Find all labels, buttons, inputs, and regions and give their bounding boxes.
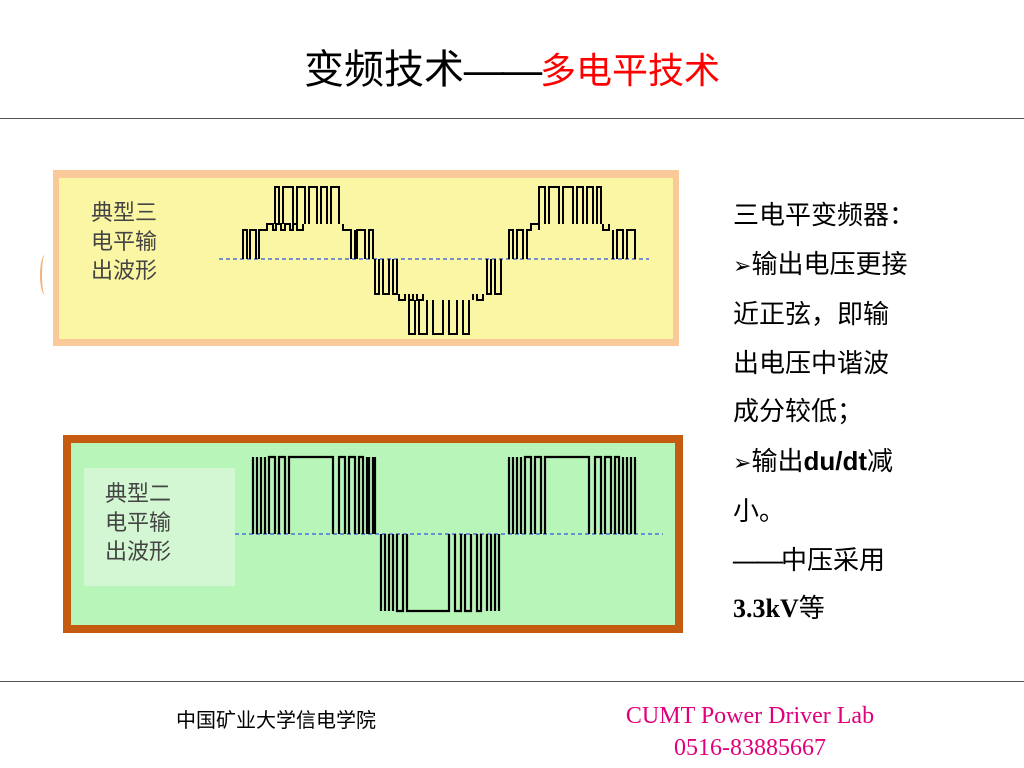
bullet-2-bold: du/dt [803,445,867,476]
title-divider [0,118,1024,119]
text-line-bullet-1: ➢输出电压更接 [733,241,983,292]
text-line-4: 出电压中谐波 [733,348,890,379]
title-main: 变频技术 [303,47,464,93]
two-level-label-line-1: 典型二 [105,482,172,507]
text-line-8-text: 中压采用 [781,545,886,576]
text-line-5: 成分较低； [733,397,864,427]
bullet-2-prefix: 输出 [751,446,804,477]
title-dash: —— [463,47,542,92]
decorative-mark [40,255,50,295]
two-level-label-line-3: 出波形 [105,540,172,565]
two-level-label-panel [84,468,235,586]
three-level-waveform [219,186,649,335]
arrow-bullet-icon: ➢ [733,450,752,476]
two-level-waveform-trace [251,455,637,613]
two-level-label-line-2: 电平输 [105,511,172,536]
three-level-label-line-1: 典型三 [91,201,158,226]
text-line-9-suffix: 等 [798,594,825,624]
slide-title: 变频技术——多电平技术 [0,42,1024,100]
footer-institution: 中国矿业大学信电学院 [176,708,376,732]
bullet-1-text: 输出电压更接 [751,249,908,280]
footer-lab-name: CUMT Power Driver Lab [625,703,875,729]
bullet-2-suffix: 减 [866,446,893,477]
footer-phone: 0516-83885667 [674,735,826,761]
text-line-bullet-2: ➢输出du/dt减 [733,437,983,489]
title-subtitle: 多电平技术 [539,51,720,92]
description-text: 三电平变频器： ➢输出电压更接 近正弦，即输 出电压中谐波 成分较低； ➢输出d… [733,192,983,634]
two-level-label: 典型二 电平输 出波形 [105,480,171,567]
two-level-waveform-figure: 典型二 电平输 出波形 [63,435,683,633]
text-dash: —— [733,545,783,575]
text-line-9: 3.3kV等 [733,585,983,634]
three-level-waveform-figure: 典型三 电平输 出波形 [53,170,679,346]
text-line-heading: 三电平变频器： [733,201,916,231]
voltage-value: 3.3kV [733,594,799,623]
three-level-waveform-trace [242,186,636,335]
three-level-label-line-2: 电平输 [91,230,158,255]
text-line-3: 近正弦，即输 [733,300,890,330]
footer-divider [0,681,1024,682]
three-level-label-line-3: 出波形 [91,259,158,284]
arrow-bullet-icon: ➢ [733,253,752,279]
text-line-8: ——中压采用 [733,537,983,586]
two-level-waveform [235,455,663,613]
text-line-7: 小。 [733,497,786,527]
footer-lab-info: CUMT Power Driver Lab 0516-83885667 [590,700,910,764]
three-level-label: 典型三 电平输 出波形 [91,199,157,286]
